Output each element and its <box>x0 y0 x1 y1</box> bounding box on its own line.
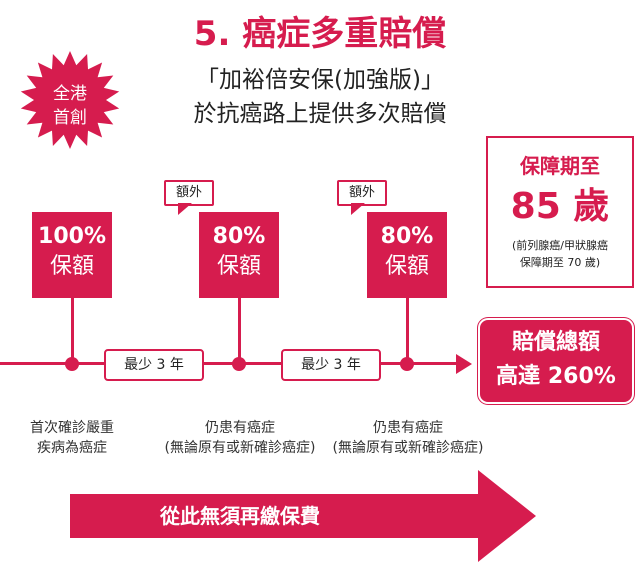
extra-tag-1: 額外 <box>164 180 214 206</box>
arrow-caption: 從此無須再繳保費 <box>160 504 320 528</box>
milestone-label: 保額 <box>49 254 94 279</box>
coverage-heading: 保障期至 <box>520 154 600 178</box>
tag-pointer-icon <box>178 203 192 215</box>
subtitle-line-1: 「加裕倍安保(加強版)」 <box>196 67 444 93</box>
timeline-line <box>0 362 460 365</box>
caption-line-2: (無論原有或新確診癌症) <box>332 440 484 456</box>
caption-3: 仍患有癌症 (無論原有或新確診癌症) <box>318 418 498 458</box>
tag-pointer-icon <box>351 203 365 215</box>
extra-tag-2: 額外 <box>337 180 387 206</box>
milestone-box-2: 80% 保額 <box>199 212 279 298</box>
starburst-badge-icon <box>20 51 120 149</box>
total-line-1: 賠償總額 <box>511 330 600 355</box>
milestone-label: 保額 <box>384 254 429 279</box>
coverage-note-line-1: (前列腺癌/甲狀腺癌 <box>512 239 608 252</box>
total-line-2: 高達 260% <box>496 364 616 389</box>
total-payout-box: 賠償總額 高達 260% <box>478 318 634 404</box>
milestone-label: 保額 <box>216 254 261 279</box>
caption-line-1: 仍患有癌症 <box>373 420 443 436</box>
coverage-note-line-2: 保障期至 70 歲) <box>519 256 601 269</box>
badge-line-1: 全港 <box>53 84 87 104</box>
caption-line-1: 仍患有癌症 <box>205 420 275 436</box>
gap-label-1: 最少 3 年 <box>104 349 204 381</box>
milestone-stem-2 <box>238 298 241 362</box>
milestone-pct: 100% <box>38 224 106 249</box>
page-title: 5. 癌症多重賠償 <box>193 14 447 54</box>
big-arrow-icon <box>70 470 536 562</box>
milestone-pct: 80% <box>380 224 434 249</box>
milestone-box-1: 100% 保額 <box>32 212 112 298</box>
milestone-stem-3 <box>406 298 409 362</box>
caption-line-1: 首次確診嚴重 <box>30 420 114 436</box>
badge-line-2: 首創 <box>53 108 87 128</box>
gap-label-2: 最少 3 年 <box>281 349 381 381</box>
coverage-age: 85 歲 <box>510 186 610 227</box>
milestone-dot-1 <box>65 357 79 371</box>
milestone-dot-2 <box>232 357 246 371</box>
milestone-dot-3 <box>400 357 414 371</box>
caption-line-2: 疾病為癌症 <box>37 440 107 456</box>
milestone-pct: 80% <box>212 224 266 249</box>
caption-2: 仍患有癌症 (無論原有或新確診癌症) <box>150 418 330 458</box>
coverage-period-box: 保障期至 85 歲 (前列腺癌/甲狀腺癌 保障期至 70 歲) <box>486 136 634 288</box>
first-in-hk-badge: 全港 首創 <box>22 82 118 130</box>
milestone-box-3: 80% 保額 <box>367 212 447 298</box>
timeline-arrowhead-icon <box>456 354 472 374</box>
subtitle-line-2: 於抗癌路上提供多次賠償 <box>193 101 447 127</box>
caption-1: 首次確診嚴重 疾病為癌症 <box>12 418 132 458</box>
milestone-stem-1 <box>71 298 74 362</box>
caption-line-2: (無論原有或新確診癌症) <box>164 440 316 456</box>
